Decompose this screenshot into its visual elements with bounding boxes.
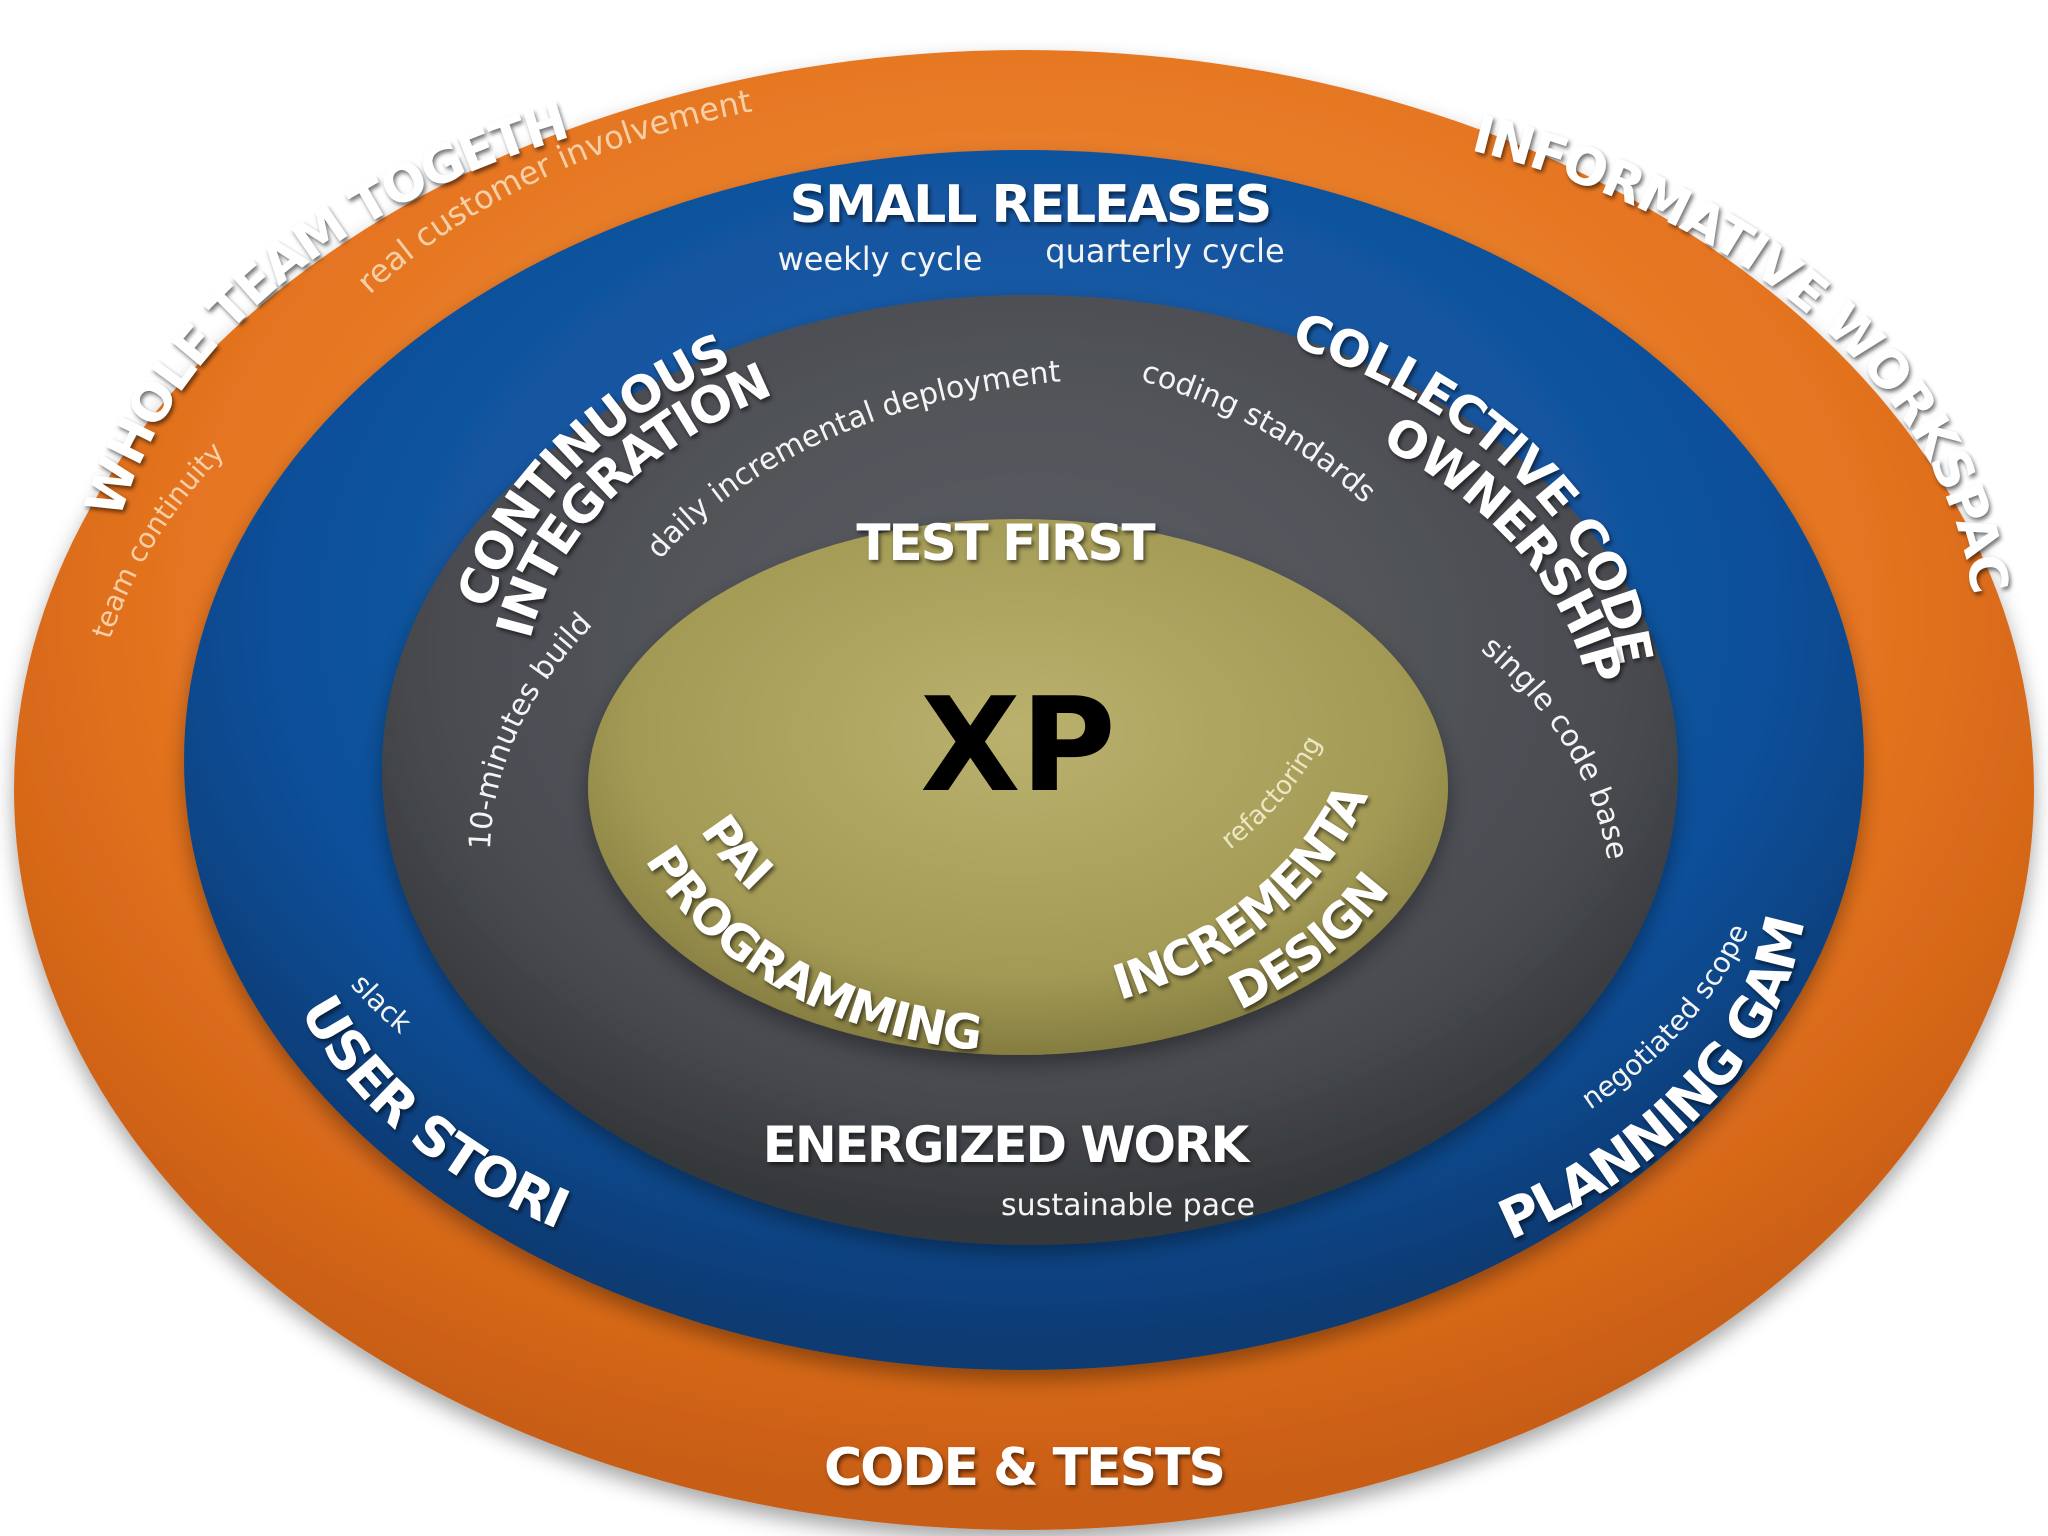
small-releases-label: SMALL RELEASES	[790, 175, 1271, 235]
sustainable-pace-note: sustainable pace	[1001, 1188, 1255, 1223]
weekly-cycle-note: weekly cycle	[778, 240, 983, 278]
energized-work-label: ENERGIZED WORK	[763, 1116, 1252, 1174]
code-and-tests-label: CODE & TESTS	[824, 1438, 1224, 1498]
inner-ring	[588, 519, 1448, 1055]
quarterly-cycle-note: quarterly cycle	[1045, 232, 1284, 270]
xp-center-label: XP	[920, 669, 1116, 821]
test-first-label: TEST FIRST	[856, 514, 1155, 572]
